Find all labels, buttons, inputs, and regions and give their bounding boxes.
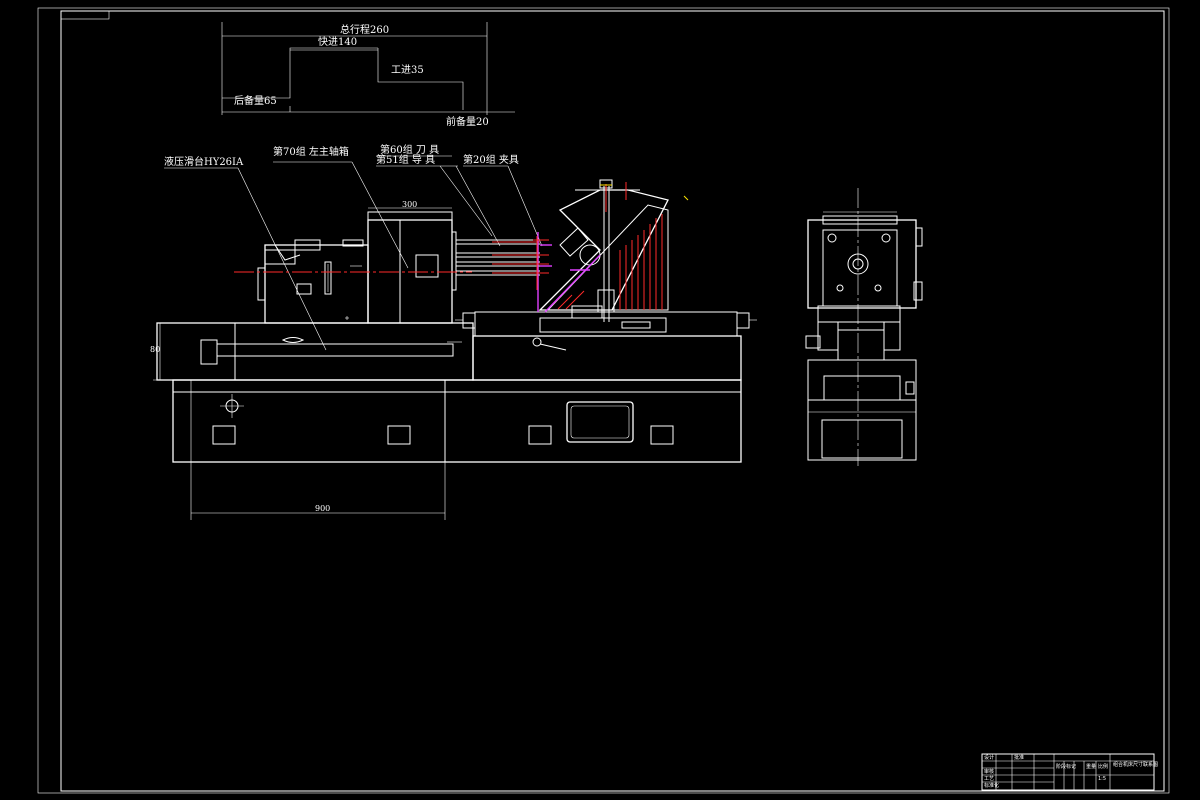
power-head — [264, 244, 369, 324]
svg-text:标准化: 标准化 — [984, 782, 999, 789]
fixture-assembly — [533, 179, 689, 333]
slide-base — [156, 322, 474, 381]
callout-cutter: 第60组 刀 具 — [380, 143, 439, 156]
svg-text:阶段标记: 阶段标记 — [1056, 763, 1076, 770]
svg-text:工艺: 工艺 — [984, 776, 994, 782]
svg-text:比例: 比例 — [1098, 763, 1108, 770]
end-view-head — [807, 219, 917, 309]
top-width-dim: 300 — [402, 200, 417, 209]
total-stroke-label: 总行程260 — [340, 23, 389, 36]
callout-fixture: 第20组 夹具 — [463, 153, 519, 166]
height-dim: 80 — [150, 345, 160, 354]
callout-guide: 第51组 导 具 — [376, 153, 435, 166]
side-view: 300 — [150, 179, 757, 520]
fixture-base — [472, 335, 742, 381]
front-allowance-label: 前备量20 — [446, 115, 489, 128]
svg-text:批准: 批准 — [1014, 754, 1024, 761]
end-view — [805, 188, 923, 466]
callout-hydraulic-slide: 液压滑台HY26IA — [164, 155, 244, 168]
svg-text:重量: 重量 — [1086, 763, 1096, 770]
corner-code-box — [60, 10, 110, 20]
inner-frame — [60, 10, 1165, 792]
svg-text:审核: 审核 — [984, 768, 994, 775]
outer-frame — [37, 7, 1170, 794]
tool-spindles — [456, 239, 540, 276]
callout-spindle-box: 第70组 左主轴箱 — [273, 145, 349, 158]
fast-advance-label: 快进140 — [318, 36, 357, 48]
svg-text:1:5: 1:5 — [1098, 776, 1106, 782]
title-block: 设计 审核 工艺 标准化 批准 阶段标记 重量 比例 1:5 组合机床尺寸联系图 — [981, 753, 1158, 791]
svg-text:设计: 设计 — [984, 754, 994, 761]
base-length-dim: 900 — [315, 504, 330, 513]
work-feed-label: 工进35 — [391, 64, 424, 76]
callouts: 液压滑台HY26IA 第70组 左主轴箱 第60组 刀 具 第51组 导 具 第… — [164, 143, 543, 351]
drawing-title: 组合机床尺寸联系图 — [1113, 761, 1158, 768]
section-hatch — [551, 214, 663, 310]
rear-allowance-label: 后备量65 — [234, 94, 277, 107]
stroke-diagram: 总行程260 快进140 工进35 后备量65 前备量20 — [221, 22, 515, 128]
